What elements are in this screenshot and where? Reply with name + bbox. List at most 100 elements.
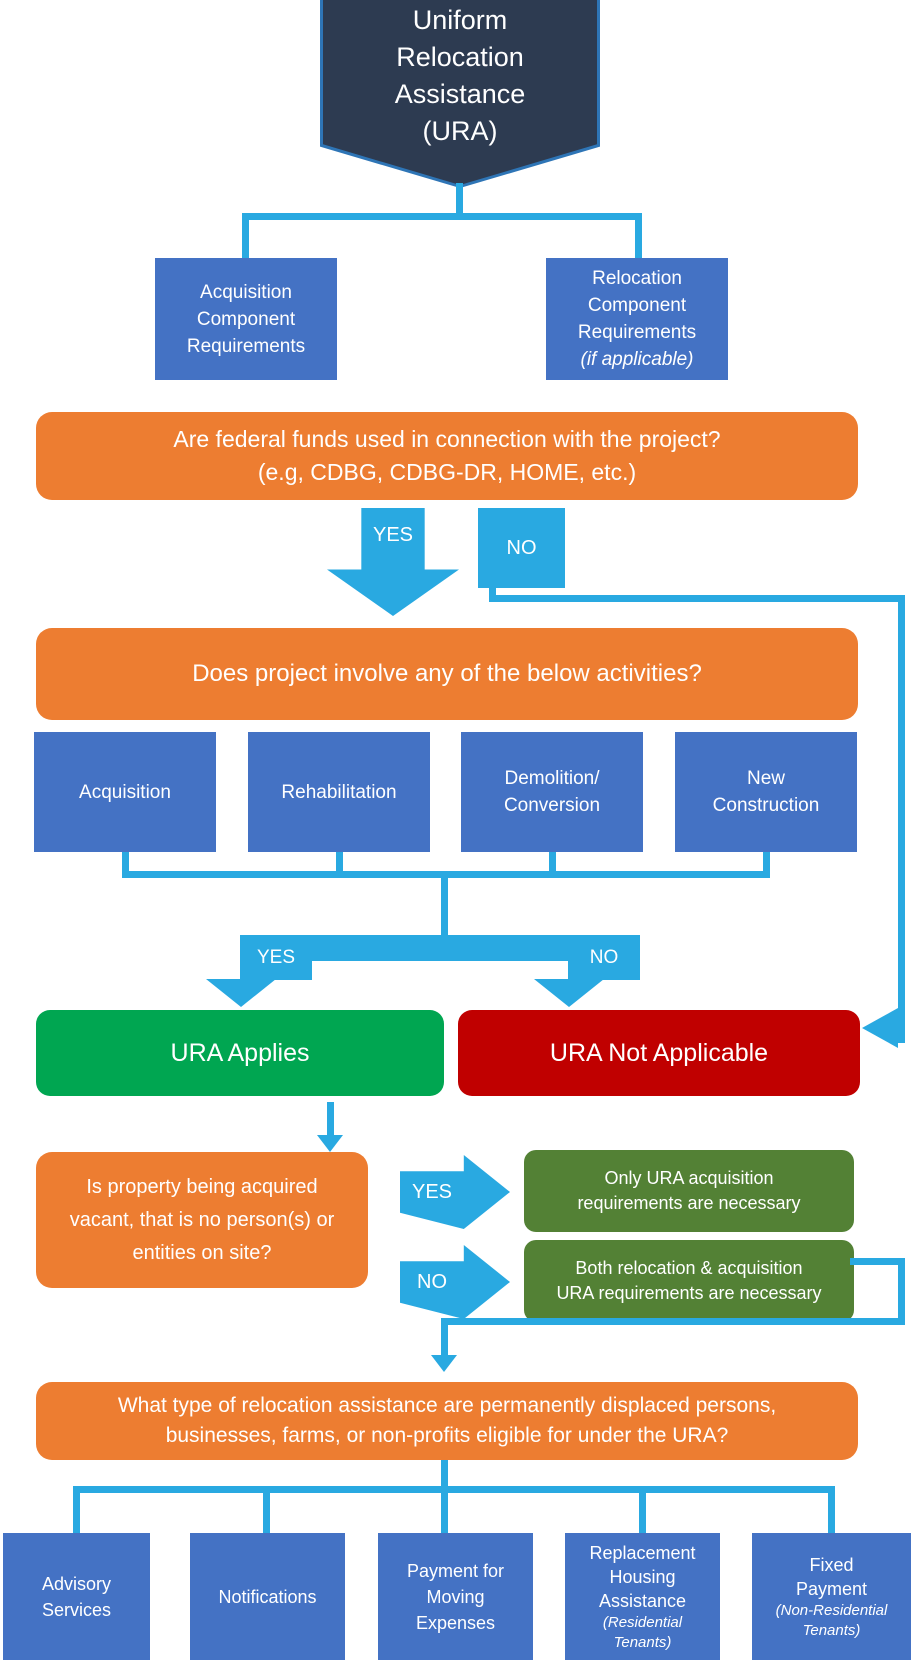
- title-banner-text: Uniform Relocation Assistance (URA): [320, 5, 600, 146]
- question-vacant-line: Is property being acquired: [86, 1175, 318, 1198]
- decision-no-label: NO: [589, 947, 619, 968]
- ura-not-applicable-text: URA Not Applicable: [549, 1038, 769, 1067]
- acq-component-line: Requirements: [186, 335, 306, 357]
- assistance-fixed-payment: Fixed Payment (Non-Residential Tenants): [752, 1533, 911, 1660]
- acquisition-only-line: requirements are necessary: [577, 1193, 801, 1213]
- acq-component-line: Acquisition: [200, 281, 292, 303]
- assistance-note: Tenants): [613, 1633, 672, 1651]
- connector-components-bus: [242, 213, 642, 220]
- both-requirements-line: Both relocation & acquisition: [575, 1258, 803, 1278]
- activity-drop-2: [336, 852, 343, 878]
- elbow-right-vertical: [898, 1258, 905, 1325]
- elbow-arrowhead: [431, 1355, 457, 1372]
- assistance-line: Payment for: [406, 1560, 505, 1581]
- no-bypass-horizontal: [489, 595, 905, 602]
- activity-drop-1: [122, 852, 129, 878]
- elbow-out-horizontal: [850, 1258, 905, 1265]
- decision-yes-label: YES: [256, 947, 296, 968]
- applies-arrowhead: [317, 1135, 343, 1152]
- assistance-line: Notifications: [218, 1586, 317, 1607]
- banner-line: Uniform: [412, 5, 508, 35]
- question-federal-funds-line: (e.g, CDBG, CDBG-DR, HOME, etc.): [257, 459, 637, 485]
- acquisition-component-box: Acquisition Component Requirements: [155, 258, 337, 380]
- relocation-component-box: Relocation Component Requirements (if ap…: [546, 258, 728, 380]
- assistance-line: Advisory: [41, 1573, 112, 1594]
- question-assistance-line: businesses, farms, or non-profits eligib…: [165, 1424, 729, 1447]
- assistance-advisory-services: Advisory Services: [3, 1533, 150, 1660]
- decision-no-shaft: [568, 935, 640, 980]
- question-federal-funds: Are federal funds used in connection wit…: [36, 412, 858, 500]
- acquisition-only-line: Only URA acquisition: [604, 1168, 774, 1188]
- assistance-note: (Residential: [602, 1613, 683, 1631]
- assistance-replacement-housing: Replacement Housing Assistance (Resident…: [565, 1533, 720, 1660]
- activity-label: Demolition/: [504, 768, 600, 789]
- assistance-line: Expenses: [415, 1612, 496, 1633]
- banner-line: Relocation: [396, 42, 524, 72]
- question-vacant: Is property being acquired vacant, that …: [36, 1152, 368, 1288]
- assistance-line: Replacement: [589, 1542, 696, 1563]
- rel-component-line: Component: [587, 295, 687, 316]
- activities-bus: [122, 871, 770, 878]
- activity-label: New: [746, 768, 785, 789]
- no-bypass-arrowhead: [862, 1008, 898, 1048]
- question-vacant-line: entities on site?: [132, 1241, 272, 1264]
- question-assistance-line: What type of relocation assistance are p…: [117, 1394, 777, 1417]
- vacant-yes-label: YES: [411, 1180, 453, 1203]
- assistance-drop-1: [73, 1486, 80, 1533]
- question-federal-funds-line: Are federal funds used in connection wit…: [173, 426, 721, 452]
- activity-label: Acquisition: [79, 781, 171, 803]
- assistance-stem: [441, 1460, 448, 1493]
- elbow-bottom-horizontal: [441, 1318, 905, 1325]
- no-box-funds: [478, 508, 565, 588]
- assistance-line: Assistance: [598, 1590, 687, 1611]
- decision-yes-arrowhead: [206, 979, 276, 1007]
- question-vacant-line: vacant, that is no person(s) or: [69, 1208, 335, 1231]
- question-activities: Does project involve any of the below ac…: [36, 628, 858, 720]
- connector-banner-stem: [456, 183, 463, 220]
- yes-label-funds: YES: [372, 523, 414, 546]
- elbow-down-shaft: [441, 1318, 448, 1356]
- acquisition-only-box: Only URA acquisition requirements are ne…: [524, 1150, 854, 1232]
- both-requirements-box: Both relocation & acquisition URA requir…: [524, 1240, 854, 1322]
- rel-component-note: (if applicable): [580, 349, 694, 370]
- connector-rel-drop: [635, 213, 642, 258]
- assistance-line: Housing: [609, 1566, 676, 1587]
- assistance-line: Fixed: [809, 1554, 854, 1575]
- activity-label: Rehabilitation: [281, 781, 397, 803]
- activity-drop-4: [763, 852, 770, 878]
- assistance-drop-3: [441, 1486, 448, 1533]
- ura-applies-box: URA Applies: [36, 1010, 444, 1096]
- activity-drop-3: [549, 852, 556, 878]
- assistance-drop-4: [639, 1486, 646, 1533]
- rel-component-line: Requirements: [577, 322, 697, 343]
- no-bypass-vertical: [898, 595, 905, 1043]
- ura-not-applicable-box: URA Not Applicable: [458, 1010, 860, 1096]
- assistance-moving-expenses: Payment for Moving Expenses: [378, 1533, 533, 1660]
- title-banner: [323, 0, 597, 185]
- activity-rehabilitation: Rehabilitation: [248, 732, 430, 852]
- assistance-bus: [73, 1486, 835, 1493]
- banner-line: Assistance: [394, 79, 526, 109]
- activity-demolition-conversion: Demolition/ Conversion: [461, 732, 643, 852]
- activity-acquisition: Acquisition: [34, 732, 216, 852]
- activity-label: Construction: [712, 795, 820, 816]
- assistance-notifications: Notifications: [190, 1533, 345, 1660]
- vacant-no-label: NO: [417, 1270, 447, 1293]
- ura-applies-text: URA Applies: [170, 1038, 310, 1067]
- assistance-line: Services: [41, 1599, 112, 1620]
- applies-arrow-shaft: [327, 1102, 334, 1136]
- assistance-drop-2: [263, 1486, 270, 1533]
- decision-yes-shaft: [240, 935, 312, 980]
- decision-no-arrowhead: [534, 979, 604, 1007]
- assistance-line: Moving: [426, 1586, 485, 1607]
- banner-line: (URA): [422, 116, 498, 146]
- assistance-line: Payment: [795, 1578, 868, 1599]
- activity-new-construction: New Construction: [675, 732, 857, 852]
- assistance-note: (Non-Residential: [775, 1601, 888, 1619]
- no-label-funds: NO: [506, 536, 537, 559]
- assistance-note: Tenants): [802, 1621, 861, 1639]
- question-assistance: What type of relocation assistance are p…: [36, 1382, 858, 1460]
- activities-center-stem: [441, 878, 448, 935]
- activity-label: Conversion: [503, 795, 601, 816]
